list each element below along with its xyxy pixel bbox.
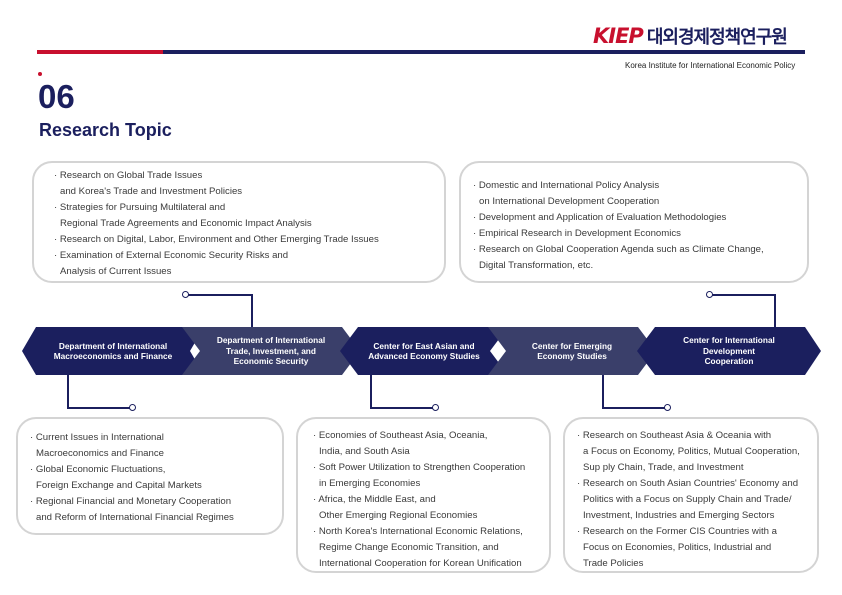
- section-number: 06: [38, 78, 75, 115]
- topic-item: Domestic and International Policy Analys…: [469, 178, 807, 210]
- topic-item-continuation: and Korea's Trade and Investment Policie…: [60, 186, 243, 197]
- topic-box-east-asian: Economies of Southeast Asia, Oceania,Ind…: [296, 417, 551, 573]
- connector-line: [370, 407, 433, 409]
- topic-item-continuation: Sup ply Chain, Trade, and Investment: [583, 462, 744, 473]
- connector-line: [370, 375, 372, 408]
- topic-item-continuation: Other Emerging Regional Economies: [319, 510, 478, 521]
- topic-item-continuation: on International Development Cooperation: [479, 196, 660, 207]
- topic-item: North Korea's International Economic Rel…: [309, 524, 549, 572]
- connector-line: [712, 294, 775, 296]
- topic-item: Examination of External Economic Securit…: [50, 248, 444, 280]
- topic-item: Development and Application of Evaluatio…: [469, 210, 807, 226]
- section-dot: [38, 72, 42, 76]
- topic-box-development: Domestic and International Policy Analys…: [459, 161, 809, 283]
- connector-line: [602, 375, 604, 408]
- topic-item: Global Economic Fluctuations,Foreign Exc…: [26, 462, 282, 494]
- logo-english-name: Korea Institute for International Econom…: [625, 61, 796, 70]
- topic-item-continuation: and Reform of International Financial Re…: [36, 512, 234, 523]
- topic-item: Empirical Research in Development Econom…: [469, 226, 807, 242]
- topic-list: Domestic and International Policy Analys…: [469, 178, 807, 274]
- topic-item: Research on the Former CIS Countries wit…: [573, 524, 817, 572]
- topic-item-continuation: Macroeconomics and Finance: [36, 448, 164, 459]
- topic-item-continuation: India, and South Asia: [319, 446, 410, 457]
- connector-line: [67, 407, 130, 409]
- topic-item: Research on Global Cooperation Agenda su…: [469, 242, 807, 274]
- topic-item: Economies of Southeast Asia, Oceania,Ind…: [309, 428, 549, 460]
- section-title: Research Topic: [39, 120, 172, 140]
- topic-list: Economies of Southeast Asia, Oceania,Ind…: [309, 428, 549, 572]
- connector-line: [251, 294, 253, 327]
- logo-korean-name: 대외경제정책연구원: [646, 27, 788, 48]
- topic-item-continuation: in Emerging Economies: [319, 478, 421, 489]
- topic-item-continuation: Investment, Industries and Emerging Sect…: [583, 510, 775, 521]
- connector-line: [67, 375, 69, 408]
- topic-item: Research on Southeast Asia & Oceania wit…: [573, 428, 817, 476]
- connector-node: [129, 404, 136, 411]
- topic-item: Regional Financial and Monetary Cooperat…: [26, 494, 282, 526]
- topic-item: Research on South Asian Countries' Econo…: [573, 476, 817, 524]
- topic-item-continuation: Focus on Economies, Politics, Industrial…: [583, 542, 772, 553]
- header-rule-navy: [163, 50, 805, 54]
- connector-node: [432, 404, 439, 411]
- topic-item-continuation: a Focus on Economy, Politics, Mutual Coo…: [583, 446, 800, 457]
- topic-box-emerging: Research on Southeast Asia & Oceania wit…: [563, 417, 819, 573]
- topic-list: Current Issues in InternationalMacroecon…: [26, 430, 282, 526]
- topic-item: Soft Power Utilization to Strengthen Coo…: [309, 460, 549, 492]
- connector-line: [602, 407, 665, 409]
- topic-item-continuation: Politics with a Focus on Supply Chain an…: [583, 494, 792, 505]
- topic-item: Current Issues in InternationalMacroecon…: [26, 430, 282, 462]
- topic-item-continuation: Digital Transformation, etc.: [479, 260, 594, 271]
- kiep-logo: KIEP 대외경제정책연구원: [593, 24, 788, 48]
- topic-box-macro: Current Issues in InternationalMacroecon…: [16, 417, 284, 535]
- connector-line: [774, 294, 776, 327]
- header-rule-red: [37, 50, 163, 54]
- topic-item-continuation: Foreign Exchange and Capital Markets: [36, 480, 202, 491]
- connector-line: [188, 294, 252, 296]
- topic-item: Research on Digital, Labor, Environment …: [50, 232, 444, 248]
- topic-item-continuation: Regional Trade Agreements and Economic I…: [60, 218, 312, 229]
- topic-item: Strategies for Pursuing Multilateral and…: [50, 200, 444, 232]
- topic-list: Research on Southeast Asia & Oceania wit…: [573, 428, 817, 572]
- topic-item-continuation: Analysis of Current Issues: [60, 266, 172, 277]
- logo-mark: KIEP: [593, 24, 644, 48]
- topic-item-continuation: Trade Policies: [583, 558, 644, 569]
- connector-node: [664, 404, 671, 411]
- topic-item-continuation: International Cooperation for Korean Uni…: [319, 558, 522, 569]
- topic-item-continuation: Regime Change Economic Transition, and: [319, 542, 499, 553]
